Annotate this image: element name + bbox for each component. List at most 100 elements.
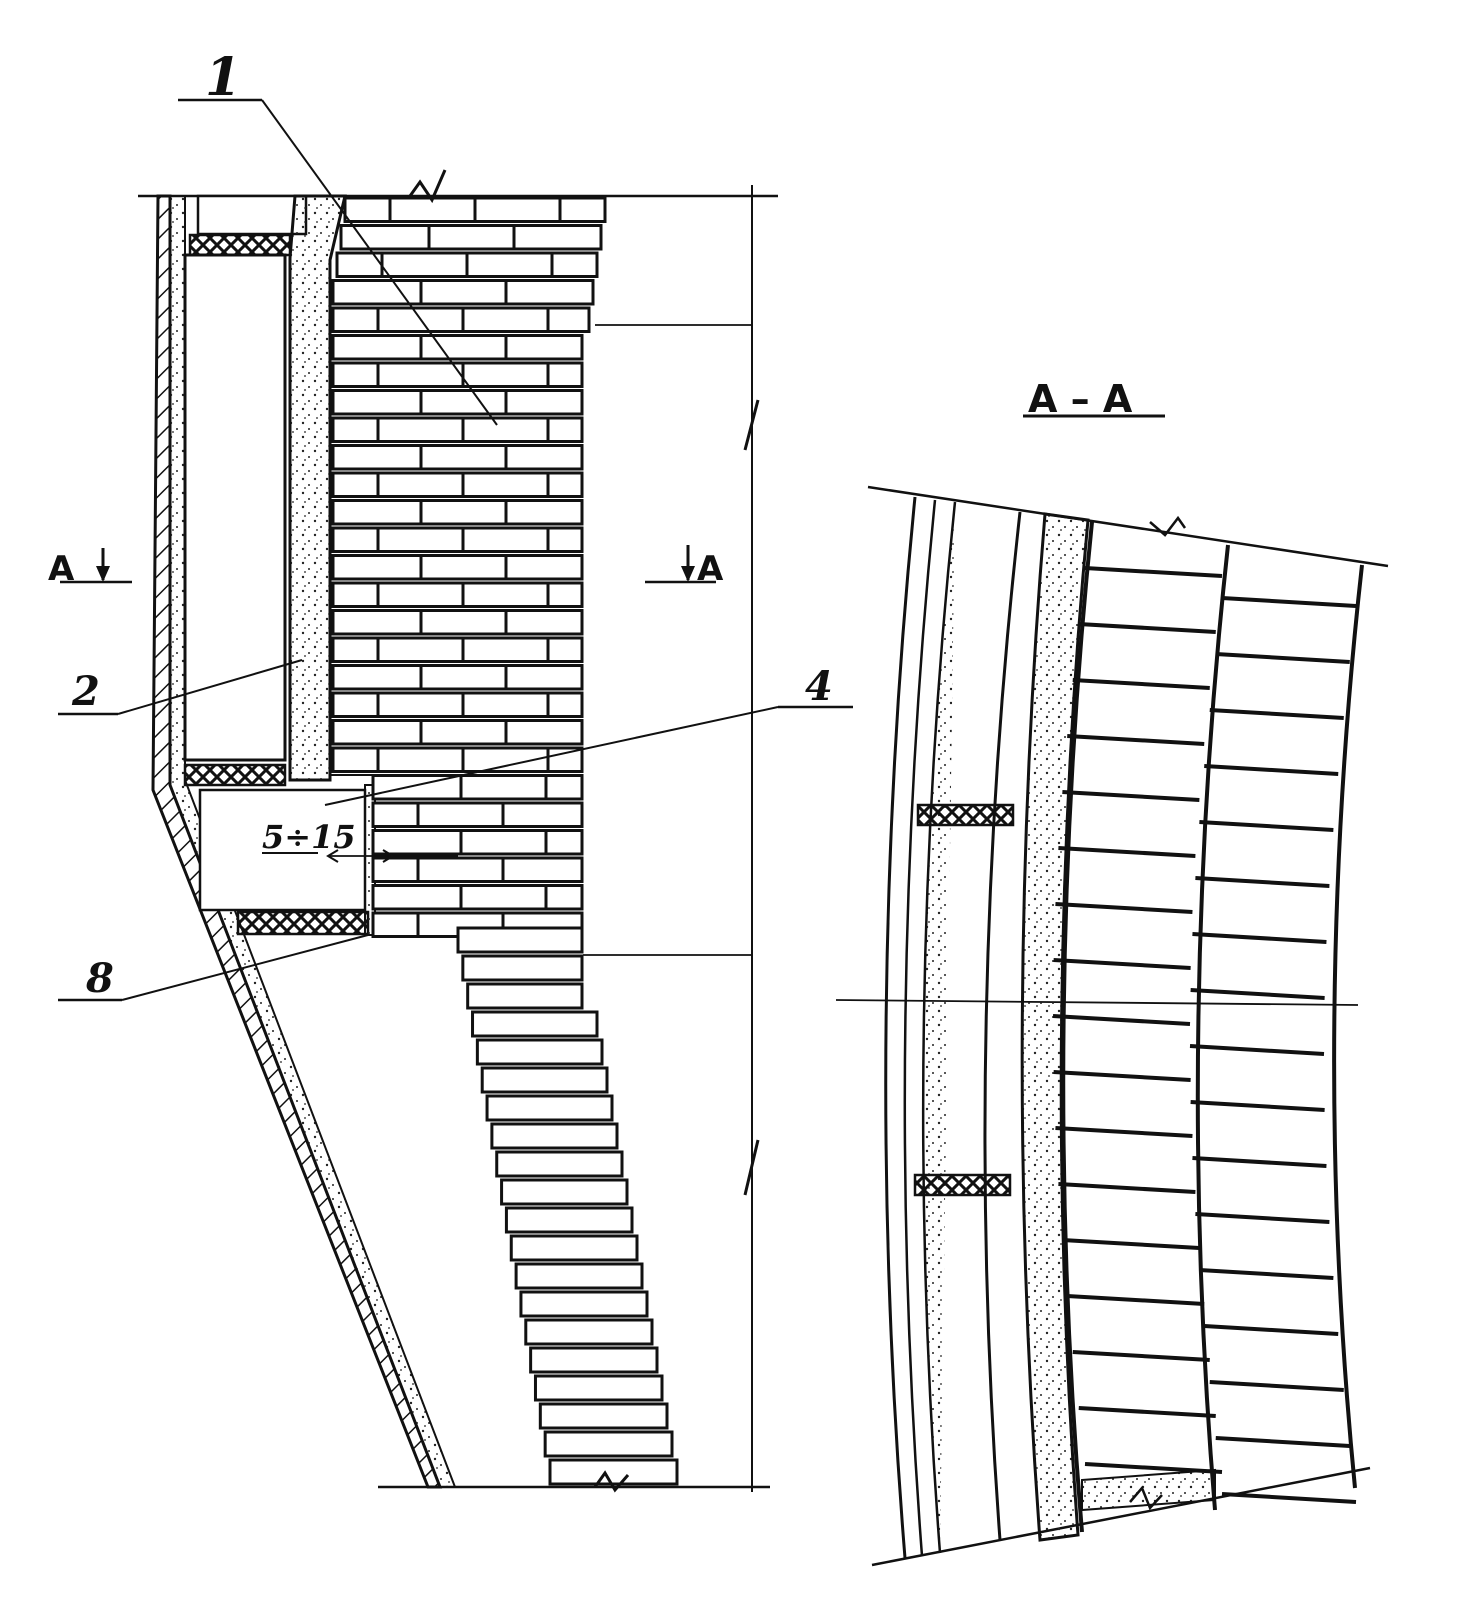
brick-course <box>331 361 584 388</box>
brick-course <box>331 636 584 663</box>
section-course-inner <box>1053 1070 1191 1082</box>
section-brick-courses <box>1052 566 1357 1504</box>
section-course-inner <box>1058 1182 1196 1194</box>
section-course-inner <box>1055 902 1193 914</box>
brick-course <box>543 1430 674 1458</box>
brick-course <box>331 746 584 773</box>
section-course-inner <box>1053 958 1191 970</box>
brick-course <box>331 416 584 443</box>
brick-course <box>509 1234 639 1262</box>
section-course-inner <box>1062 790 1200 802</box>
insulation-layer <box>169 195 457 1488</box>
callout-2: 2 <box>71 668 100 715</box>
callout-1: 1 <box>205 47 241 108</box>
section-view-a-a: А – А <box>835 377 1389 1567</box>
callout-4: 4 <box>805 663 833 710</box>
top-seal <box>188 233 292 257</box>
brick-course <box>524 1318 654 1346</box>
gap-dimension: 5÷15 <box>262 818 356 856</box>
section-course-outer <box>1199 1268 1334 1280</box>
brick-course <box>339 224 603 251</box>
brick-course <box>331 279 595 306</box>
section-course-outer <box>1204 1324 1339 1336</box>
section-course-inner <box>1055 1126 1193 1138</box>
middle-seal <box>183 763 287 787</box>
section-course-inner <box>1062 1238 1200 1250</box>
lower-brickwork <box>456 926 679 1486</box>
section-course-outer <box>1195 1212 1330 1224</box>
brick-course <box>514 1262 644 1290</box>
brick-course <box>331 691 584 718</box>
brick-course <box>371 774 584 801</box>
section-mark-right: А <box>645 545 724 589</box>
brick-course <box>331 499 584 526</box>
brick-course <box>471 1010 599 1038</box>
brick-course <box>533 1374 664 1402</box>
brick-course <box>480 1066 609 1094</box>
wall-section: А А 1 2 4 8 5÷15 <box>48 47 853 1493</box>
section-course-inner <box>1072 1350 1210 1362</box>
section-course-inner <box>1078 1406 1216 1418</box>
brick-course <box>331 444 584 471</box>
callouts: 1 2 4 8 5÷15 <box>58 47 853 1002</box>
section-course-inner <box>1084 566 1223 578</box>
section-view-title: А – А <box>1028 377 1133 421</box>
section-course-outer <box>1215 652 1350 664</box>
brick-course <box>371 856 584 883</box>
section-course-outer <box>1190 988 1325 1000</box>
section-course-outer <box>1189 1044 1325 1056</box>
brick-course <box>331 664 584 691</box>
brick-course <box>466 982 584 1010</box>
section-course-outer <box>1209 1380 1344 1392</box>
brick-course <box>461 954 584 982</box>
section-course-inner <box>1052 1014 1191 1026</box>
brick-course <box>371 829 584 856</box>
section-course-outer <box>1199 820 1334 832</box>
section-course-inner <box>1078 622 1216 634</box>
section-mark-left: А <box>48 548 132 589</box>
brick-course <box>548 1458 679 1486</box>
brick-course <box>331 719 584 746</box>
concrete-layer <box>288 194 347 782</box>
callout-8: 8 <box>85 955 114 1002</box>
section-course-outer <box>1209 708 1344 720</box>
brick-course <box>529 1346 659 1374</box>
section-course-outer <box>1195 876 1330 888</box>
section-course-outer <box>1215 1436 1350 1448</box>
brick-course <box>331 471 584 498</box>
brick-course <box>475 1038 604 1066</box>
brick-course <box>371 884 584 911</box>
brick-course <box>331 526 584 553</box>
brick-course <box>331 581 584 608</box>
brick-course <box>331 306 591 333</box>
section-letter-left: А <box>48 549 75 589</box>
upper-brickwork <box>331 196 607 938</box>
section-letter-right: А <box>697 549 724 589</box>
brick-course <box>495 1150 624 1178</box>
brick-course <box>538 1402 669 1430</box>
section-course-inner <box>1058 846 1196 858</box>
upper-chamber <box>183 253 287 762</box>
section-course-outer <box>1192 932 1327 944</box>
brick-course <box>331 334 584 361</box>
brick-course <box>331 554 584 581</box>
section-course-inner <box>1067 1294 1205 1306</box>
brick-course <box>490 1122 619 1150</box>
section-course-outer <box>1190 1100 1325 1112</box>
section-course-outer <box>1192 1156 1327 1168</box>
brick-course <box>331 609 584 636</box>
section-course-inner <box>1072 678 1210 690</box>
brick-course <box>519 1290 649 1318</box>
section-course-outer <box>1221 1492 1357 1504</box>
brick-course <box>485 1094 614 1122</box>
section-course-outer <box>1221 596 1357 608</box>
brick-course <box>504 1206 634 1234</box>
section-course-inner <box>1067 734 1205 746</box>
section-course-outer <box>1204 764 1339 776</box>
bottom-seal <box>236 910 370 936</box>
brick-course <box>331 389 584 416</box>
brick-course <box>456 926 584 954</box>
brick-course <box>500 1178 629 1206</box>
brick-course <box>371 801 584 828</box>
